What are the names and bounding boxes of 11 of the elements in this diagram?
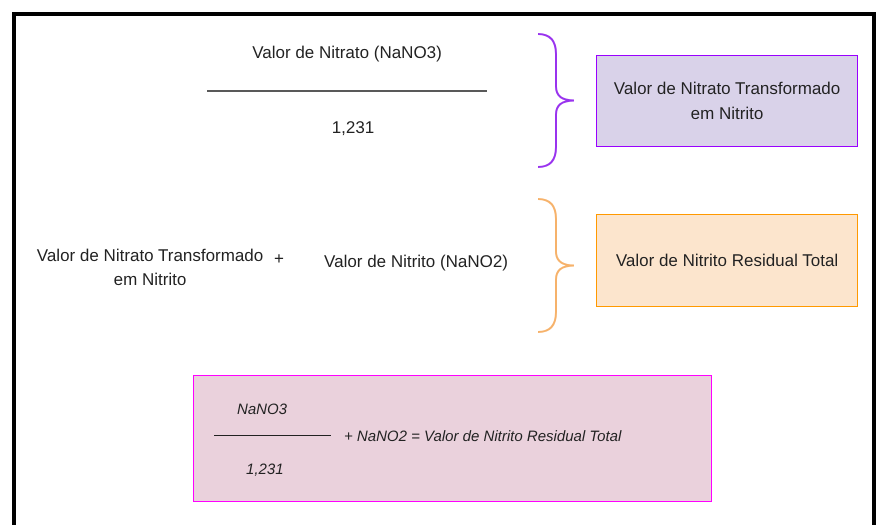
formula-text: 1,231 — [330, 117, 376, 139]
formula-text: 1,231 — [246, 460, 284, 480]
result-box: Valor de Nitrato Transformado em Nitrito — [596, 55, 858, 147]
formula-box — [193, 375, 712, 502]
formula-text: Valor de Nitrato Transformado em Nitrito — [36, 245, 264, 291]
formula-text: + — [273, 248, 285, 270]
formula-text: NaNO3 — [237, 400, 288, 420]
formula-text: Valor de Nitrato (NaNO3) — [251, 42, 443, 64]
formula-text: Valor de Nitrito (NaNO2) — [323, 251, 509, 273]
result-box: Valor de Nitrito Residual Total — [596, 214, 858, 307]
formula-text: + NaNO2 = Valor de Nitrito Residual Total — [344, 427, 622, 447]
